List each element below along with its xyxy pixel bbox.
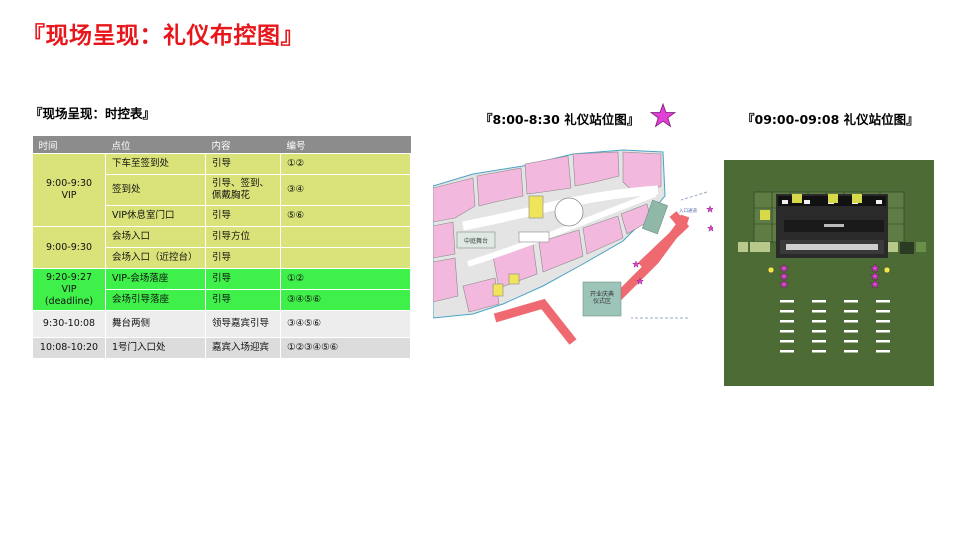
legend-star-icon [650, 103, 676, 128]
content-cell: 引导 [205, 205, 281, 227]
table-row: 9:00-9:30 会场入口 引导方位 [32, 226, 411, 269]
entrance-block [641, 199, 669, 235]
table-row: VIP休息室门口 引导 ⑤⑥ [33, 205, 411, 227]
table-header-row: 时间 点位 内容 编号 [32, 136, 411, 154]
page-title: 『现场呈现：礼仪布控图』 [22, 23, 304, 49]
point-cell: 会场入口（近控台） [105, 247, 206, 269]
point-cell: 舞台两侧 [105, 310, 206, 338]
point-cell: 会场引导落座 [105, 289, 206, 311]
table-row: 9:00-9:30 VIP 下车至签到处 引导 ①② [32, 153, 411, 227]
red-carpet-right [637, 211, 690, 270]
schedule-table: 时间 点位 内容 编号 9:00-9:30 VIP 下车至签到处 引导 ①② 签… [32, 136, 411, 359]
point-cell: 签到处 [105, 174, 206, 206]
code-cell: ①②③④⑤⑥ [280, 337, 411, 359]
content-cell: 嘉宾入场迎宾 [205, 337, 281, 359]
code-cell [280, 247, 411, 269]
seating-rows [780, 300, 890, 353]
flower-pots [738, 194, 926, 254]
table-row: 签到处 引导、签到、 佩戴胸花 ③④ [33, 174, 411, 206]
time-cell: 9:20-9:27 VIP (deadline) [32, 268, 106, 311]
content-cell: 引导、签到、 佩戴胸花 [205, 174, 281, 206]
shop-blocks [433, 151, 662, 313]
code-cell [280, 226, 411, 248]
atrium-stage [456, 231, 496, 249]
usher-stars [632, 205, 713, 285]
time-cell: 9:00-9:30 [32, 226, 106, 269]
header-point: 点位 [105, 136, 206, 154]
table-row: 10:08-10:20 1号门入口处 嘉宾入场迎宾 ①②③④⑤⑥ [32, 337, 411, 359]
atrium-label: 中庭舞台 [464, 237, 488, 245]
map1-floor-plan: 中庭舞台 开业庆典仪式区 入口通道 [433, 146, 713, 352]
point-cell: 1号门入口处 [105, 337, 206, 359]
content-cell: 引导 [205, 289, 281, 311]
code-cell: ③④ [280, 174, 411, 206]
code-cell: ③④⑤⑥ [280, 310, 411, 338]
content-cell: 引导 [205, 268, 281, 290]
code-cell: ①② [280, 153, 411, 175]
code-cell: ①② [280, 268, 411, 290]
table-row: 会场引导落座 引导 ③④⑤⑥ [33, 289, 411, 311]
content-cell: 引导 [205, 153, 281, 175]
content-cell: 引导 [205, 247, 281, 269]
header-code: 编号 [280, 136, 411, 154]
ceremony-label: 开业庆典仪式区 [590, 290, 614, 305]
table-row: 9:20-9:27 VIP (deadline) VIP-会场落座 引导 ①② [32, 268, 411, 311]
point-cell: 会场入口 [105, 226, 206, 248]
usher-stars [779, 263, 880, 289]
header-content: 内容 [205, 136, 281, 154]
code-cell: ⑤⑥ [280, 205, 411, 227]
code-cell: ③④⑤⑥ [280, 289, 411, 311]
time-cell: 9:30-10:08 [32, 310, 106, 338]
content-cell: 领导嘉宾引导 [205, 310, 281, 338]
entrance-label: 入口通道 [679, 207, 697, 214]
time-cell: 10:08-10:20 [32, 337, 106, 359]
header-time: 时间 [32, 136, 106, 154]
point-cell: VIP休息室门口 [105, 205, 206, 227]
content-cell: 引导方位 [205, 226, 281, 248]
map1-title: 『8:00-8:30 礼仪站位图』 [480, 112, 640, 127]
time-cell: 9:00-9:30 VIP [32, 153, 106, 227]
point-cell: VIP-会场落座 [105, 268, 206, 290]
point-cell: 下车至签到处 [105, 153, 206, 175]
schedule-title: 『现场呈现：时控表』 [30, 106, 156, 121]
ceremony-zone [582, 281, 622, 317]
map2-title: 『09:00-09:08 礼仪站位图』 [742, 112, 919, 127]
map2-stage-layout [724, 160, 934, 386]
table-row: 9:30-10:08 舞台两侧 领导嘉宾引导 ③④⑤⑥ [32, 310, 411, 338]
